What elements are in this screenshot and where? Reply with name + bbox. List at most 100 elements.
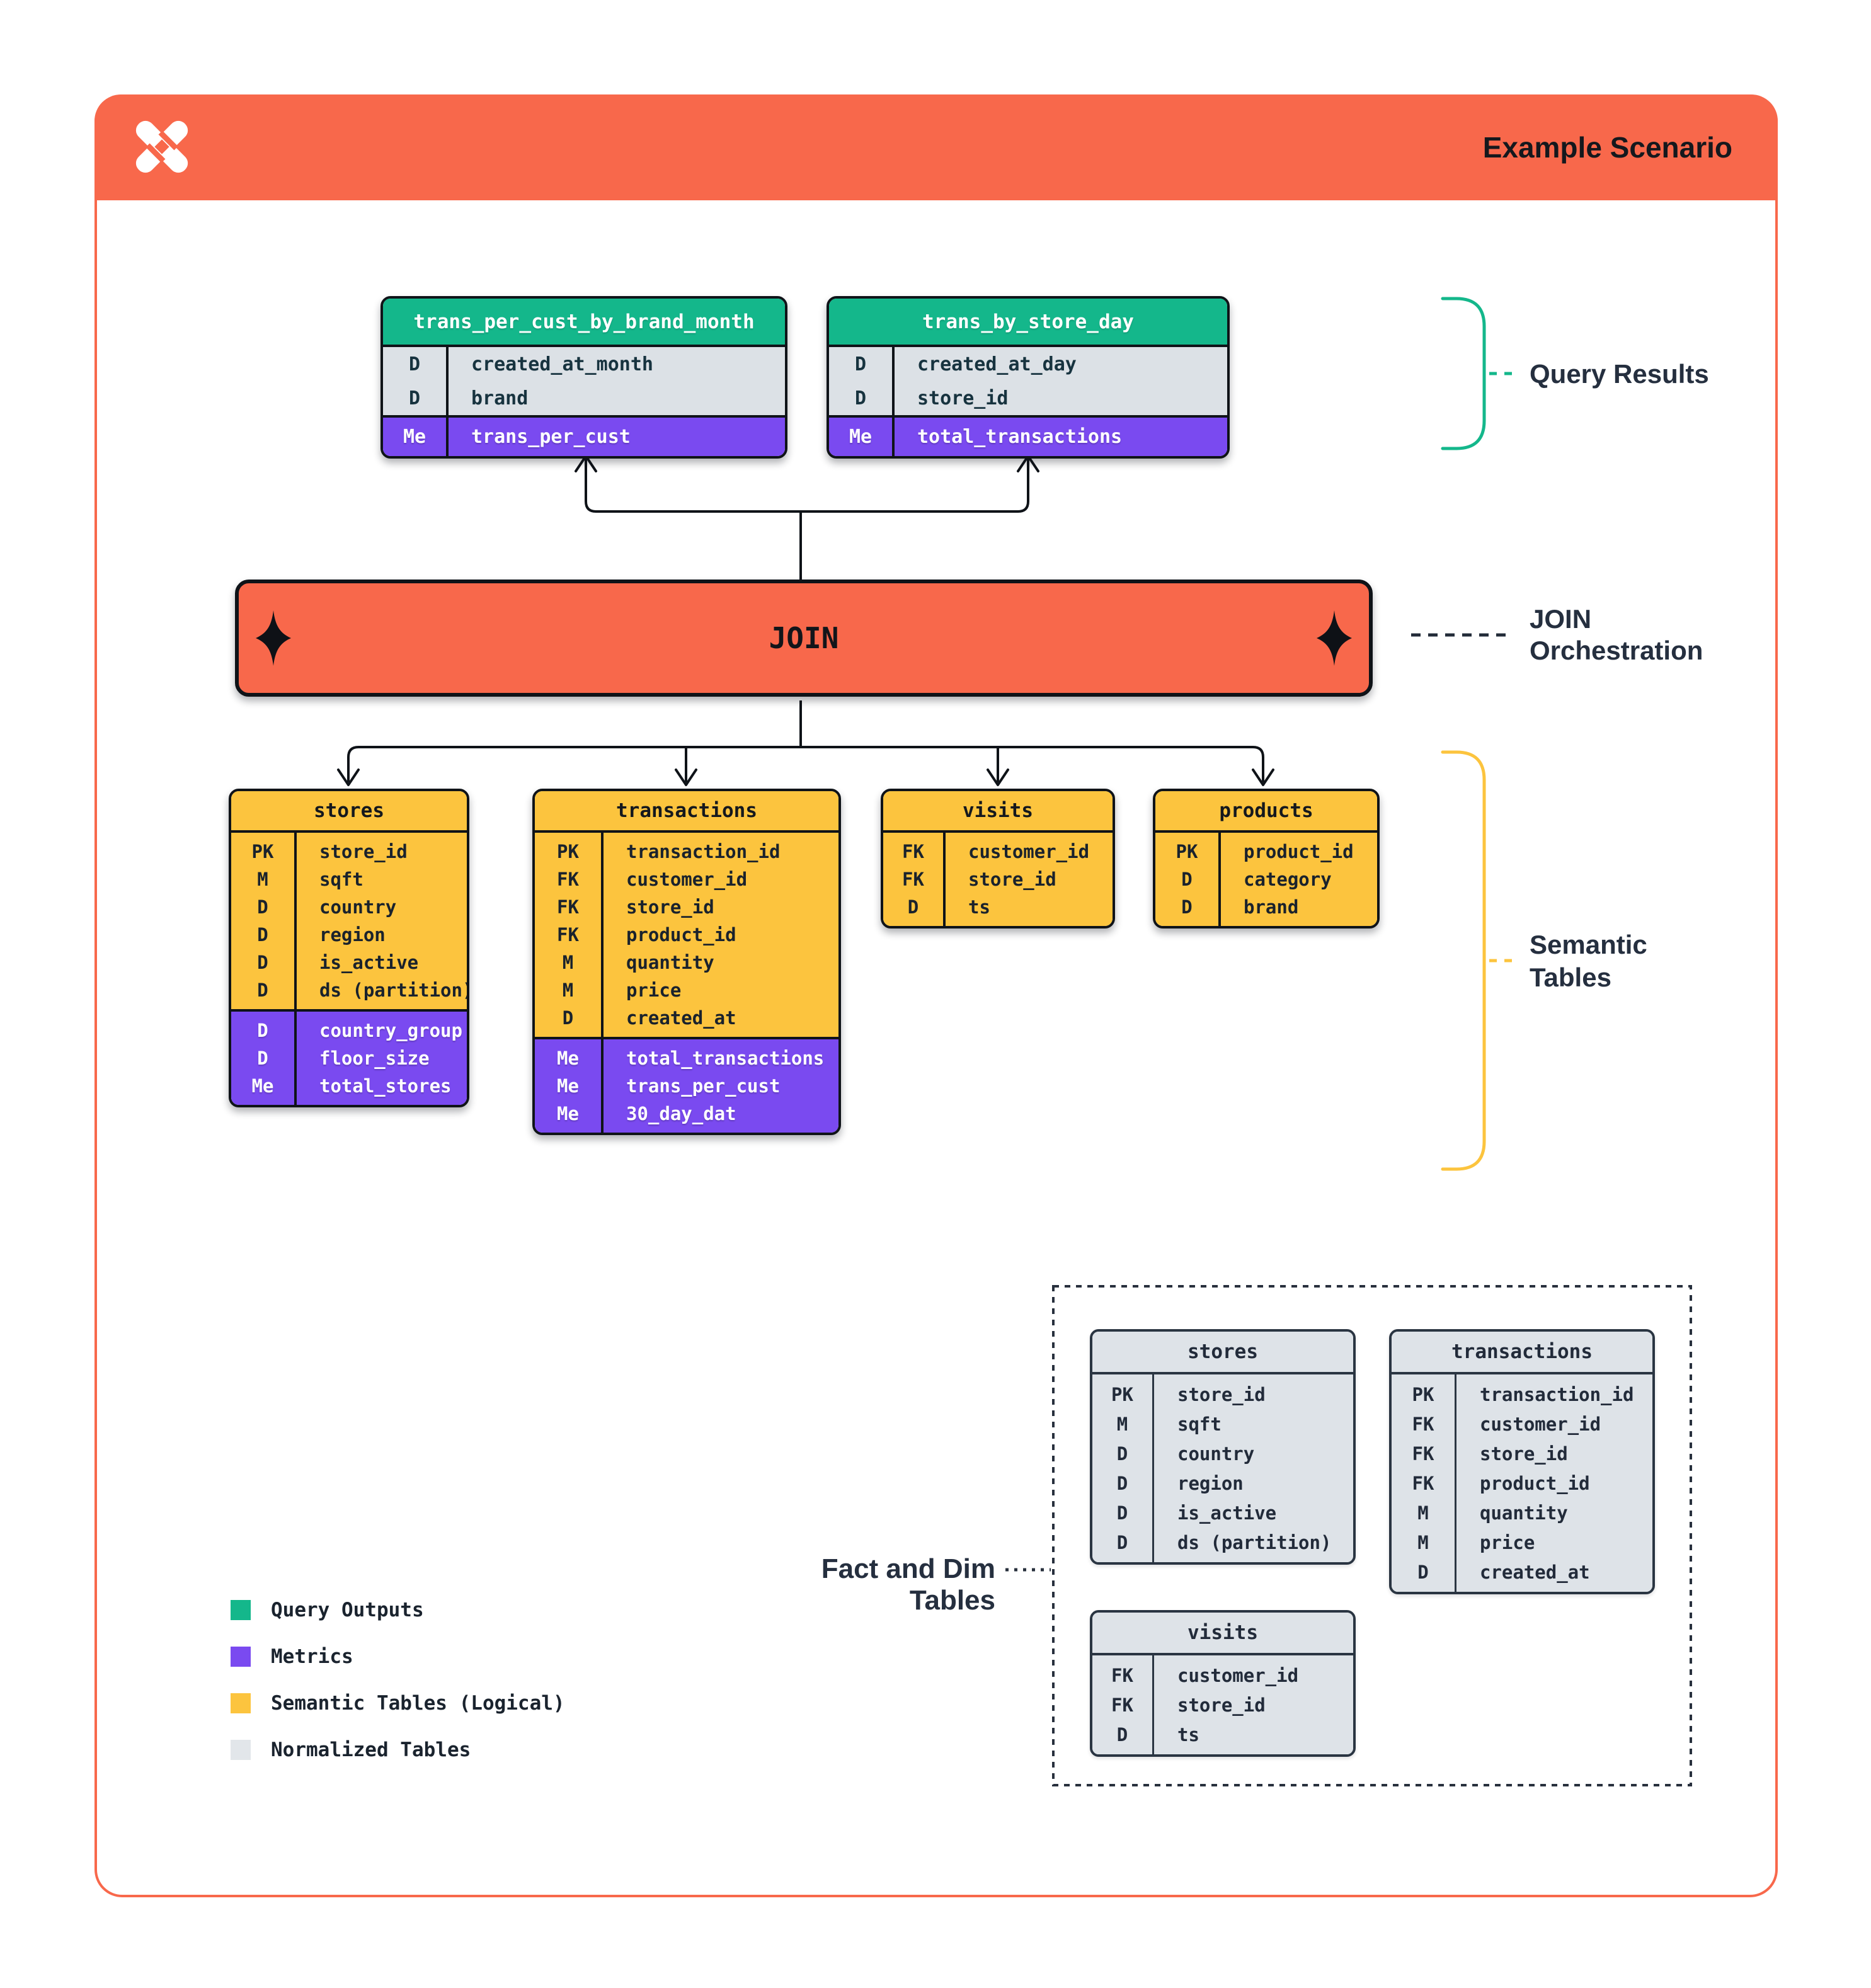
table-title: stores	[231, 791, 467, 830]
field-name: store_id	[319, 841, 408, 862]
query-outputs-swatch-icon	[231, 1600, 251, 1620]
field-name: transaction_id	[626, 841, 781, 862]
arrow-down-icon	[337, 768, 360, 786]
field-key: PK	[557, 841, 579, 862]
field-name: floor_size	[319, 1048, 430, 1069]
metrics-swatch-icon	[231, 1647, 251, 1667]
pinwheel-x-logo-icon	[135, 120, 188, 173]
field-key: FK	[557, 924, 579, 945]
field-key: D	[854, 353, 867, 375]
field-name: price	[1480, 1531, 1535, 1553]
field-key: D	[1181, 869, 1193, 890]
field-key: D	[1116, 1442, 1128, 1465]
field-name: product_id	[626, 924, 736, 945]
field-key: M	[1116, 1413, 1128, 1435]
table-title: transactions	[1392, 1332, 1652, 1374]
field-key: M	[1417, 1531, 1429, 1553]
field-key: PK	[1176, 841, 1198, 862]
field-name: sqft	[1177, 1413, 1222, 1435]
field-name: store_id	[917, 387, 1009, 409]
field-name: quantity	[626, 952, 714, 973]
field-name: ds (partition)	[1177, 1531, 1332, 1553]
field-name: quantity	[1480, 1502, 1568, 1524]
arrow-down-icon	[1252, 768, 1274, 786]
semantic-tables-label: Semantic Tables	[1530, 930, 1647, 992]
field-key: Me	[251, 1075, 274, 1097]
field-name: brand	[1244, 896, 1299, 918]
field-name: category	[1244, 869, 1332, 890]
table-row: FK product_id	[535, 921, 838, 949]
field-key: D	[408, 387, 421, 409]
field-name: ts	[968, 896, 990, 918]
legend-label: Normalized Tables	[271, 1739, 471, 1761]
field-key: D	[1417, 1561, 1429, 1583]
legend-label: Query Outputs	[271, 1599, 424, 1621]
table-title: trans_by_store_day	[829, 299, 1227, 345]
field-name: created_at	[1480, 1561, 1590, 1583]
normalized-tables-swatch-icon	[231, 1740, 251, 1760]
diamond-star-icon	[256, 610, 291, 666]
join-label: JOIN	[769, 621, 839, 655]
field-key: D	[907, 896, 919, 918]
semantic-tables-bracket	[1441, 750, 1486, 1171]
field-name: ts	[1177, 1723, 1199, 1745]
table-row: PK transaction_id	[535, 838, 838, 865]
table-title: transactions	[535, 791, 838, 830]
field-name: trans_per_cust	[471, 426, 631, 448]
field-key: FK	[1412, 1472, 1434, 1494]
legend-item-query-outputs: Query Outputs	[231, 1599, 565, 1621]
field-key: D	[1116, 1723, 1128, 1745]
field-name: created_at_month	[471, 353, 653, 375]
field-key: Me	[557, 1048, 579, 1069]
field-key: Me	[557, 1103, 579, 1124]
field-name: store_id	[968, 869, 1056, 890]
field-key: D	[257, 952, 268, 973]
diamond-star-icon	[1317, 610, 1352, 666]
join-orchestration-label: JOIN Orchestration	[1530, 604, 1703, 665]
field-key: FK	[557, 896, 579, 918]
field-key: D	[257, 980, 268, 1001]
field-name: country_group	[319, 1020, 462, 1041]
table-title: products	[1155, 791, 1377, 830]
field-key: D	[257, 1020, 268, 1041]
field-key: D	[408, 353, 421, 375]
field-name: total_stores	[319, 1075, 452, 1097]
field-key: D	[1116, 1472, 1128, 1494]
field-key: FK	[1412, 1413, 1434, 1435]
